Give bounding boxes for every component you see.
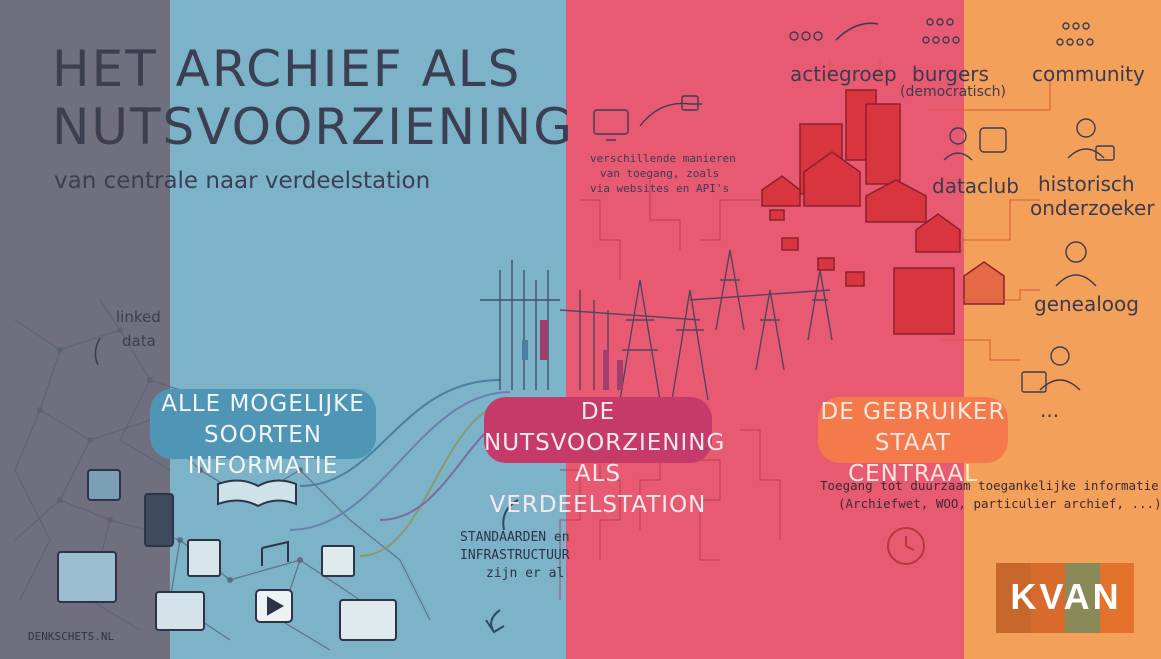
user-cables: [829, 60, 1051, 361]
section-utility-line-1: DE NUTSVOORZIENING: [484, 399, 726, 456]
arrow-icon: [94, 337, 101, 366]
title-line-1: HET ARCHIEF ALS: [52, 40, 522, 98]
clock-icon: [887, 527, 925, 565]
user-democratisch: (democratisch): [900, 84, 1006, 100]
user-community: community: [1032, 62, 1145, 86]
title-line-2: NUTSVOORZIENING: [52, 98, 574, 156]
kvan-logo: [996, 563, 1134, 633]
credit-text: DENKSCHETS.NL: [28, 630, 115, 643]
standards-text-3: zijn er al: [486, 566, 565, 581]
section-user-line-1: DE GEBRUIKER: [820, 399, 1006, 425]
megaphone-icon: [835, 22, 879, 41]
section-information-line-1: ALLE MOGELIJKE: [161, 391, 365, 417]
user-more: ...: [1040, 398, 1060, 422]
curved-arrow-icon: [502, 499, 519, 531]
section-utility-label: DE NUTSVOORZIENING ALS VERDEELSTATION: [484, 397, 726, 518]
section-information-line-2: SOORTEN INFORMATIE: [187, 422, 339, 479]
music-icon: [261, 540, 289, 566]
return-arrow-icon: [485, 609, 505, 634]
section-information-label: ALLE MOGELIJKE SOORTEN INFORMATIE: [150, 389, 376, 479]
user-historisch-2: onderzoeker: [1030, 196, 1155, 220]
standards-text-2: INFRASTRUCTUUR: [460, 548, 570, 563]
linked-data-label-1: linked: [116, 308, 161, 326]
user-burgers: burgers: [912, 62, 989, 86]
section-user-label: DE GEBRUIKER STAAT CENTRAAL: [818, 397, 1008, 487]
buildings: [761, 89, 1005, 335]
linked-data-nodes: [37, 327, 303, 583]
substation-colored: [522, 320, 623, 390]
durable-access-text-2: (Archiefwet, WOO, particulier archief, .…: [838, 496, 1161, 511]
access-icons: [593, 95, 702, 141]
linked-data-label-2: data: [122, 332, 156, 350]
user-dataclub: dataclub: [932, 174, 1019, 198]
access-text-3: via websites en API's: [590, 182, 730, 195]
section-utility-line-2: ALS VERDEELSTATION: [489, 461, 707, 518]
user-actiegroep: actiegroep: [790, 62, 897, 86]
substation: [480, 249, 833, 401]
kvan-logo-text: KVAN: [1010, 576, 1122, 617]
user-genealoog: genealoog: [1034, 292, 1139, 316]
durable-access-text-1: Toegang tot duurzaam toegankelijke infor…: [820, 478, 1159, 493]
grid-cables: [559, 180, 781, 600]
section-user-line-2: STAAT CENTRAAL: [848, 430, 978, 487]
document-icons: [57, 469, 397, 641]
access-text-1: verschillende manieren: [590, 152, 736, 165]
access-text-2: van toegang, zoals: [600, 167, 720, 180]
user-historisch-1: historisch: [1038, 172, 1135, 196]
people-icons: [789, 18, 1115, 393]
standards-text-1: STANDAARDEN en: [460, 530, 570, 545]
subtitle: van centrale naar verdeelstation: [54, 168, 431, 194]
